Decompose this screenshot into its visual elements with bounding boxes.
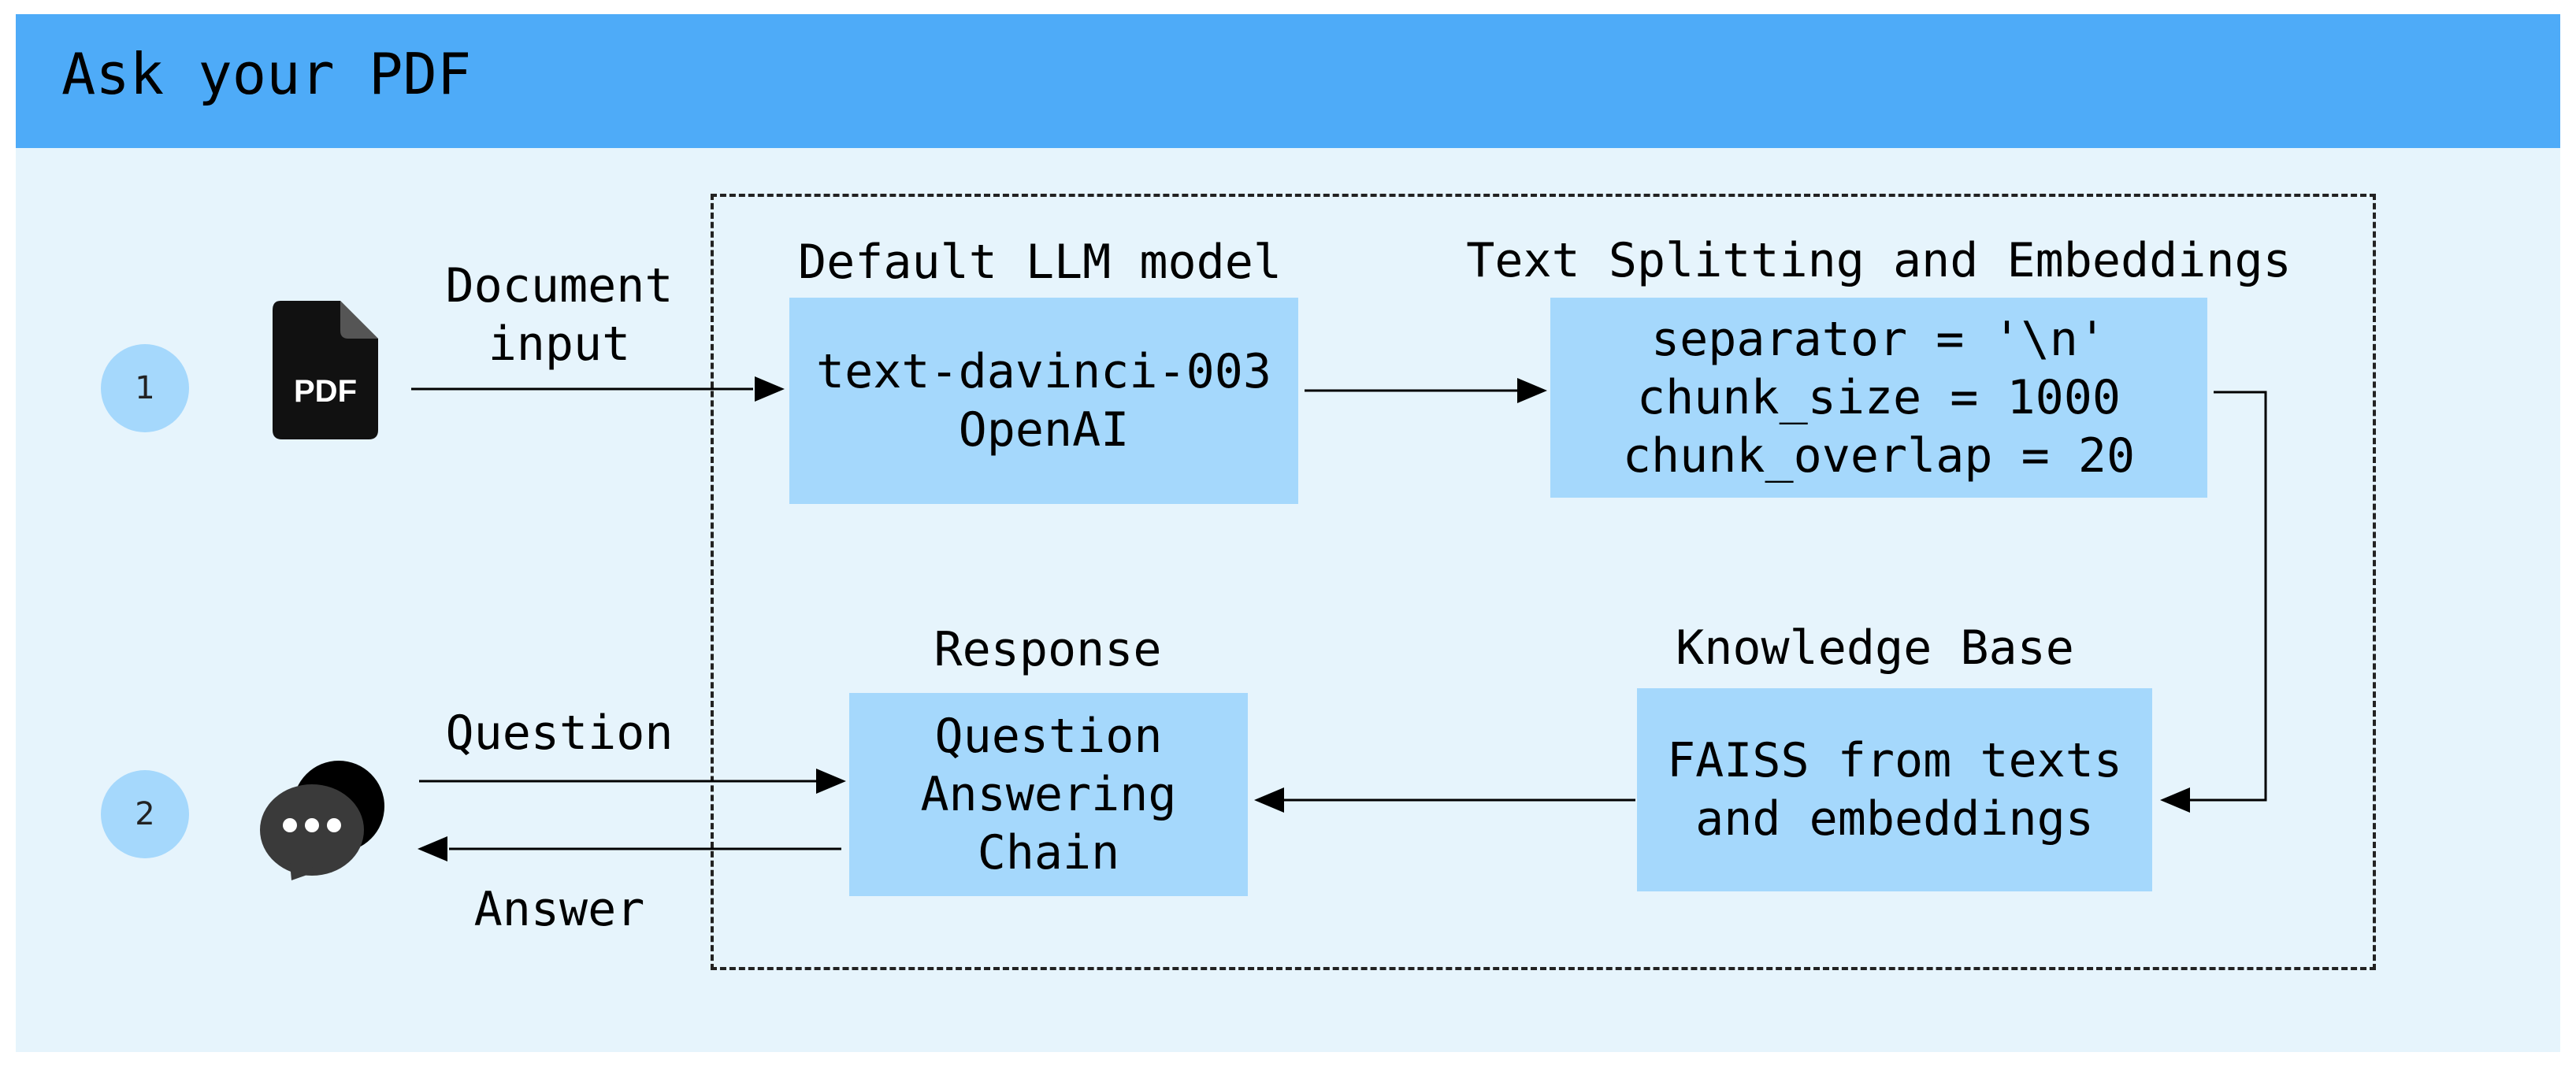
question-label: Question xyxy=(445,706,674,761)
splitting-heading: Text Splitting and Embeddings xyxy=(1466,233,2292,288)
answer-arrowhead xyxy=(418,836,447,861)
chunk-size-param: chunk_size = 1000 xyxy=(1636,370,2121,425)
chunk-overlap-param: chunk_overlap = 20 xyxy=(1622,428,2136,483)
knowledge-line2: and embeddings xyxy=(1695,791,2094,847)
pdf-file-icon: PDF xyxy=(273,301,378,439)
step-2-badge: 2 xyxy=(101,770,189,858)
knowledge-heading: Knowledge Base xyxy=(1676,621,2074,676)
question-arrowhead xyxy=(816,769,846,794)
knowledge-to-response-arrowhead xyxy=(1254,787,1284,813)
pdf-icon-label: PDF xyxy=(294,374,357,409)
response-line2: Answering xyxy=(920,767,1177,822)
document-input-arrowhead xyxy=(755,376,785,402)
knowledge-box: FAISS from texts and embeddings xyxy=(1637,688,2152,891)
splitting-to-knowledge-arrow xyxy=(2190,391,2267,802)
splitting-to-knowledge-arrowhead xyxy=(2160,787,2190,813)
splitting-box: separator = '\n' chunk_size = 1000 chunk… xyxy=(1550,298,2207,498)
response-line3: Chain xyxy=(977,825,1120,880)
response-line1: Question xyxy=(934,709,1163,764)
document-input-label: Document input xyxy=(441,257,677,373)
llm-heading: Default LLM model xyxy=(797,235,1282,290)
knowledge-line1: FAISS from texts xyxy=(1667,733,2122,788)
header-bar xyxy=(16,14,2560,148)
llm-provider: OpenAI xyxy=(958,402,1130,458)
chat-bubbles-icon xyxy=(260,761,384,880)
llm-box: text-davinci-003 OpenAI xyxy=(789,298,1298,504)
answer-label: Answer xyxy=(473,882,645,937)
separator-param: separator = '\n' xyxy=(1651,312,2106,367)
document-input-label-line1: Document xyxy=(445,258,674,313)
llm-model-name: text-davinci-003 xyxy=(816,344,1271,399)
response-box: Question Answering Chain xyxy=(849,693,1248,896)
llm-to-splitting-arrowhead xyxy=(1517,378,1547,403)
response-heading: Response xyxy=(934,622,1162,677)
step-1-badge: 1 xyxy=(101,344,189,432)
document-input-label-line2: input xyxy=(488,317,631,372)
page-title: Ask your PDF xyxy=(61,41,472,107)
pipeline-boundary xyxy=(711,194,2376,970)
